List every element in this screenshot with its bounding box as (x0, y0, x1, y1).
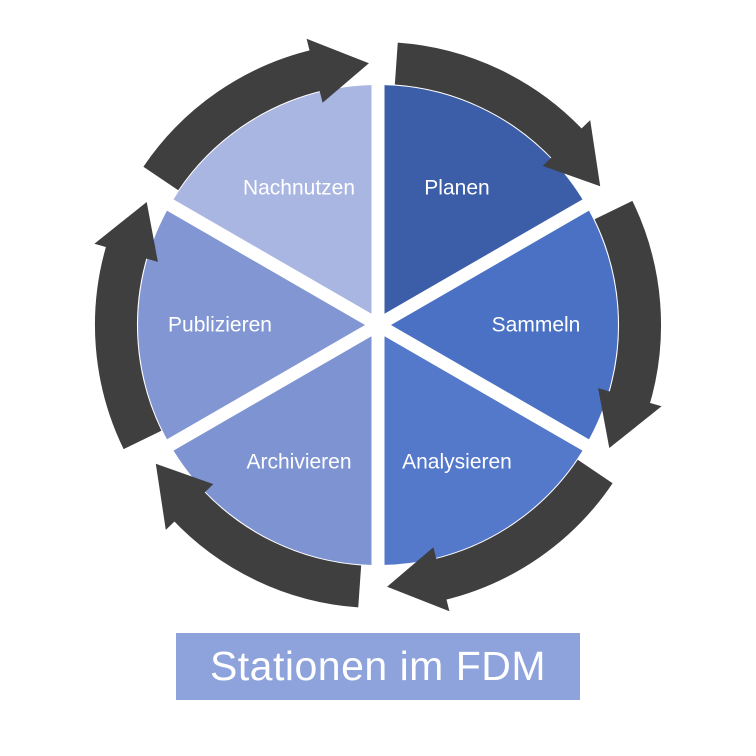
segment-dividers (110, 20, 646, 630)
arrow-arc-nachnutzen (143, 49, 325, 191)
segment-label-sammeln: Sammeln (492, 314, 581, 337)
segment-label-publizieren: Publizieren (168, 314, 272, 337)
arrow-arc-archivieren (171, 489, 362, 608)
arrow-head-icon-nachnutzen (306, 38, 369, 103)
arrow-arc-planen (394, 42, 585, 161)
arrow-head-icon-sammeln (598, 388, 662, 448)
wedge-planen (378, 85, 586, 325)
segment-label-planen: Planen (424, 177, 489, 200)
wedge-publizieren (138, 205, 378, 445)
wedge-analysieren (378, 325, 586, 565)
diagram-title: Stationen im FDM (209, 643, 547, 689)
divider-sammeln (374, 166, 646, 331)
arrow-head-icon-analysieren (387, 547, 450, 612)
arrow-arc-analysieren (431, 459, 613, 601)
arrow-head-icon-planen (542, 120, 601, 187)
divider-publizieren (110, 319, 382, 484)
diagram-title-box: Stationen im FDM (176, 633, 580, 700)
wedge-archivieren (170, 325, 378, 565)
segment-label-archivieren: Archivieren (246, 450, 351, 473)
divider-nachnutzen (110, 166, 382, 331)
arrow-head-icon-archivieren (155, 463, 214, 530)
wedge-nachnutzen (170, 85, 378, 325)
segment-label-analysieren: Analysieren (402, 450, 512, 473)
arrow-head-icon-publizieren (94, 202, 158, 262)
arrow-arc-sammeln (594, 200, 662, 408)
divider-analysieren (374, 319, 646, 484)
arrow-arc-publizieren (94, 242, 162, 450)
arrow-ring (94, 38, 662, 612)
segment-label-nachnutzen: Nachnutzen (243, 177, 355, 200)
wedge-sammeln (378, 205, 618, 445)
pie-wedges (138, 85, 618, 565)
